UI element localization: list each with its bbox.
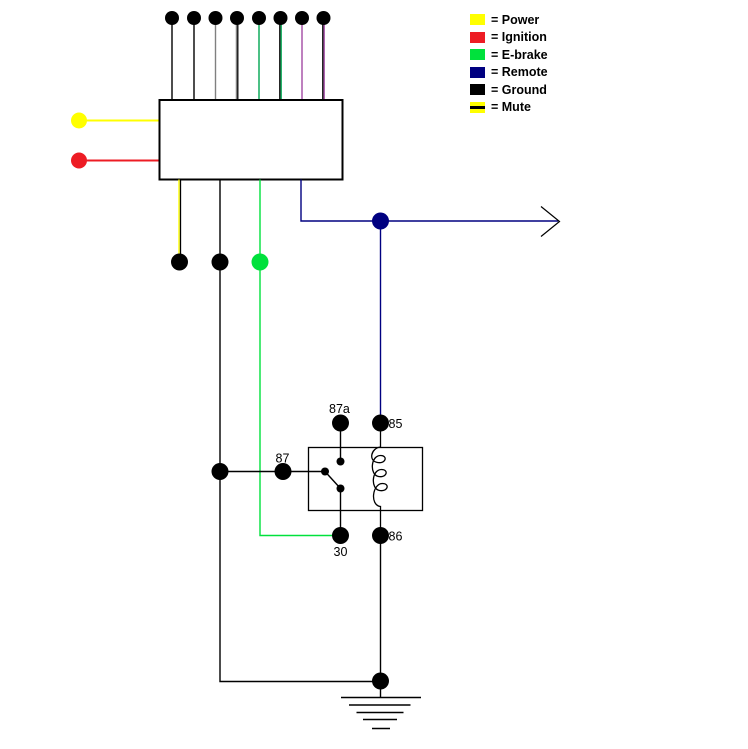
remote-wire (300, 179, 558, 222)
connector-dot (316, 11, 331, 25)
legend-row-mute: = Mute (470, 99, 548, 117)
ebrake-wire (259, 179, 341, 537)
ground-color-swatch (470, 84, 485, 96)
power-terminal-dot (71, 112, 87, 129)
legend-label-ground: = Ground (491, 82, 547, 97)
connector-dot (252, 11, 266, 25)
legend-label-mute: = Mute (491, 100, 531, 115)
speaker-connector-dots (165, 11, 331, 25)
relay-terminal-87 (274, 463, 292, 480)
connector-dot (208, 11, 223, 25)
relay: 87a 85 87 30 86 (220, 402, 424, 681)
mute-color-swatch (470, 101, 485, 113)
relay-box (307, 446, 424, 512)
terminal-label-87: 87 (276, 452, 290, 466)
ground-wire (219, 179, 381, 683)
head-unit-box (158, 99, 344, 181)
ground-symbol-icon (341, 696, 421, 730)
ebrake-color-swatch (470, 49, 485, 61)
relay-coil (371, 430, 388, 530)
legend-row-ignition: = Ignition (470, 29, 548, 47)
remote-color-swatch (470, 66, 485, 78)
ignition-color-swatch (470, 31, 485, 43)
terminal-label-87a: 87a (329, 402, 350, 416)
legend-label-ignition: = Ignition (491, 30, 547, 45)
connector-dot (273, 11, 288, 25)
legend-label-remote: = Remote (491, 65, 548, 80)
ignition-terminal-dot (71, 152, 87, 169)
terminal-label-30: 30 (334, 545, 348, 559)
mute-terminal-dot (171, 253, 188, 271)
mute-swatch-stripe (470, 105, 485, 110)
ebrake-dot (251, 253, 269, 271)
remote-arrow-icon (540, 206, 561, 237)
connector-dot (165, 11, 179, 25)
connector-dot (230, 11, 244, 25)
legend-label-power: = Power (491, 12, 540, 27)
legend-label-ebrake: = E-brake (491, 47, 548, 62)
connector-dot (295, 11, 309, 25)
terminal-label-86: 86 (389, 530, 403, 544)
legend-row-power: = Power (470, 11, 548, 29)
legend-row-ground: = Ground (470, 81, 548, 99)
legend-row-ebrake: = E-brake (470, 46, 548, 64)
legend: = Power = Ignition = E-brake = Remote = … (470, 11, 548, 116)
power-color-swatch (470, 14, 485, 26)
ground-wire-dot (211, 253, 229, 271)
chassis-ground (341, 672, 421, 730)
legend-row-remote: = Remote (470, 64, 548, 82)
relay-terminal-30 (332, 527, 349, 544)
relay-terminal-85 (372, 414, 389, 432)
terminal-label-85: 85 (389, 417, 403, 431)
connector-dot (187, 11, 201, 25)
remote-junction-dot (372, 212, 389, 230)
speaker-wires (171, 24, 325, 100)
relay-terminal-87a (332, 414, 349, 432)
relay-contact-87a (336, 457, 345, 466)
